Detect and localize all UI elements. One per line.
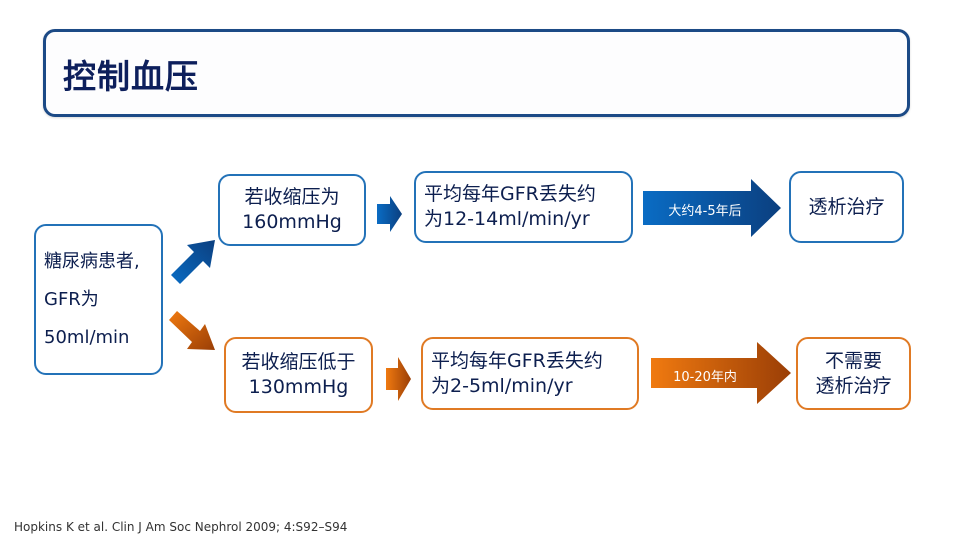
up-right-arrow-icon: [171, 240, 215, 284]
lower-loss-box: 平均每年GFR丢失约 为2-5ml/min/yr: [421, 337, 639, 410]
upper-condition-line-2: 160mmHg: [242, 211, 342, 233]
lower-condition-box: 若收缩压低于 130mmHg: [224, 337, 373, 413]
upper-condition-box: 若收缩压为 160mmHg: [218, 174, 366, 246]
page-title: 控制血压: [63, 57, 199, 96]
upper-loss-box: 平均每年GFR丢失约 为12-14ml/min/yr: [414, 171, 633, 243]
upper-loss-line-2: 为12-14ml/min/yr: [424, 208, 590, 230]
upper-timeframe-arrow-icon: [643, 179, 781, 237]
upper-outcome-box: 透析治疗: [789, 171, 904, 243]
lower-outcome-box: 不需要 透析治疗: [796, 337, 911, 410]
upper-timeframe-label: 大约4-5年后: [668, 204, 742, 219]
upper-condition-line-1: 若收缩压为: [244, 186, 340, 208]
patient-line-3: 50ml/min: [44, 326, 130, 348]
lower-right-arrow-icon: [386, 357, 411, 401]
lower-timeframe-arrow-icon: [651, 342, 791, 404]
lower-loss-line-1: 平均每年GFR丢失约: [431, 349, 603, 372]
lower-loss-line-2: 为2-5ml/min/yr: [431, 374, 573, 397]
citation: Hopkins K et al. Clin J Am Soc Nephrol 2…: [14, 520, 348, 534]
title-box: 控制血压: [43, 29, 910, 117]
patient-line-1: 糖尿病患者,: [44, 250, 140, 272]
upper-loss-line-1: 平均每年GFR丢失约: [424, 183, 596, 205]
lower-outcome-line-1: 不需要: [824, 349, 882, 372]
lower-outcome-line-2: 透析治疗: [815, 374, 892, 397]
upper-right-arrow-icon: [377, 196, 402, 232]
patient-box: 糖尿病患者, GFR为 50ml/min: [34, 224, 163, 375]
lower-timeframe-label: 10-20年内: [673, 370, 737, 385]
down-right-arrow-icon: [169, 311, 215, 350]
lower-condition-line-2: 130mmHg: [248, 376, 349, 398]
upper-outcome-line-1: 透析治疗: [808, 195, 885, 218]
lower-condition-line-1: 若收缩压低于: [241, 351, 356, 373]
patient-line-2: GFR为: [44, 288, 99, 310]
